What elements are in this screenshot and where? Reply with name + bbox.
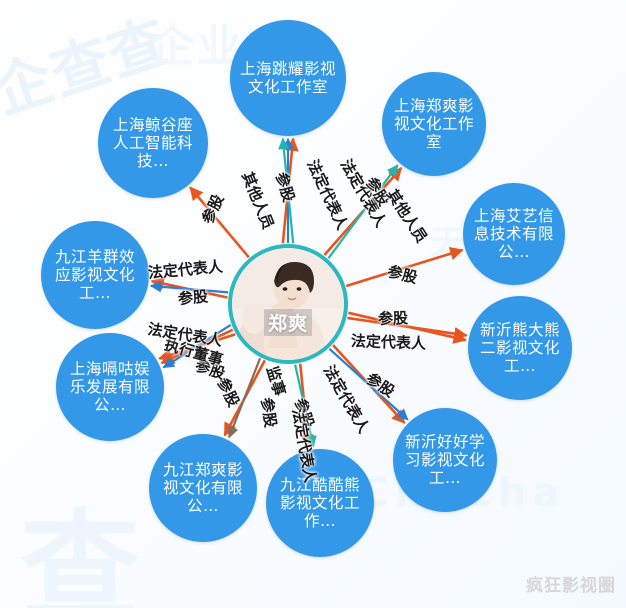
graph-node-label: 上海艾艺信息技术有限公…	[473, 206, 554, 262]
graph-node[interactable]: 上海鲸谷座人工智能科技…	[98, 88, 208, 198]
edge-line	[328, 347, 409, 421]
edge-line	[149, 281, 229, 294]
edge-line	[227, 357, 262, 439]
graph-node-label: 新沂熊大熊二影视文化工…	[479, 320, 560, 376]
graph-node-label: 新沂好好学习影视文化工…	[404, 432, 485, 488]
center-node-label: 郑爽	[263, 309, 312, 336]
graph-node[interactable]: 九江酷酷熊影视文化工作…	[266, 449, 374, 557]
edge-line	[294, 364, 317, 448]
graph-node-label: 上海嗝咕娱乐发展有限公…	[69, 359, 150, 415]
graph-node-label: 上海郑爽影视文化工作室	[393, 96, 474, 152]
graph-node[interactable]: 九江羊群效应影视文化工…	[41, 221, 149, 329]
graph-node[interactable]: 上海艾艺信息技术有限公…	[463, 183, 565, 285]
graph-node[interactable]: 新沂熊大熊二影视文化工…	[468, 296, 572, 400]
graph-node-label: 九江羊群效应影视文化工…	[54, 247, 135, 303]
graph-node-label: 上海鲸谷座人工智能科技…	[112, 115, 193, 171]
edge-line	[327, 164, 399, 259]
graph-node-label: 上海跳耀影视文化工作室	[239, 59, 336, 96]
edge-line	[278, 137, 295, 244]
graph-node[interactable]: 上海郑爽影视文化工作室	[382, 72, 486, 176]
center-node[interactable]: 郑爽	[228, 244, 348, 364]
graph-node[interactable]: 上海嗝咕娱乐发展有限公…	[56, 333, 164, 441]
edge-line	[189, 186, 250, 259]
graph-node-label: 九江酷酷熊影视文化工作…	[279, 475, 360, 531]
graph-node[interactable]: 九江郑爽影视文化有限公…	[149, 434, 257, 542]
edge-line	[162, 324, 232, 369]
corner-watermark: 疯狂影视圈	[526, 576, 616, 596]
graph-node[interactable]: 上海跳耀影视文化工作室	[230, 20, 346, 136]
avatar	[232, 248, 344, 360]
graph-node-label: 九江郑爽影视文化有限公…	[162, 460, 243, 516]
edge-line	[345, 247, 464, 288]
graph-node[interactable]: 新沂好好学习影视文化工…	[393, 408, 497, 512]
edge-line	[347, 316, 468, 341]
